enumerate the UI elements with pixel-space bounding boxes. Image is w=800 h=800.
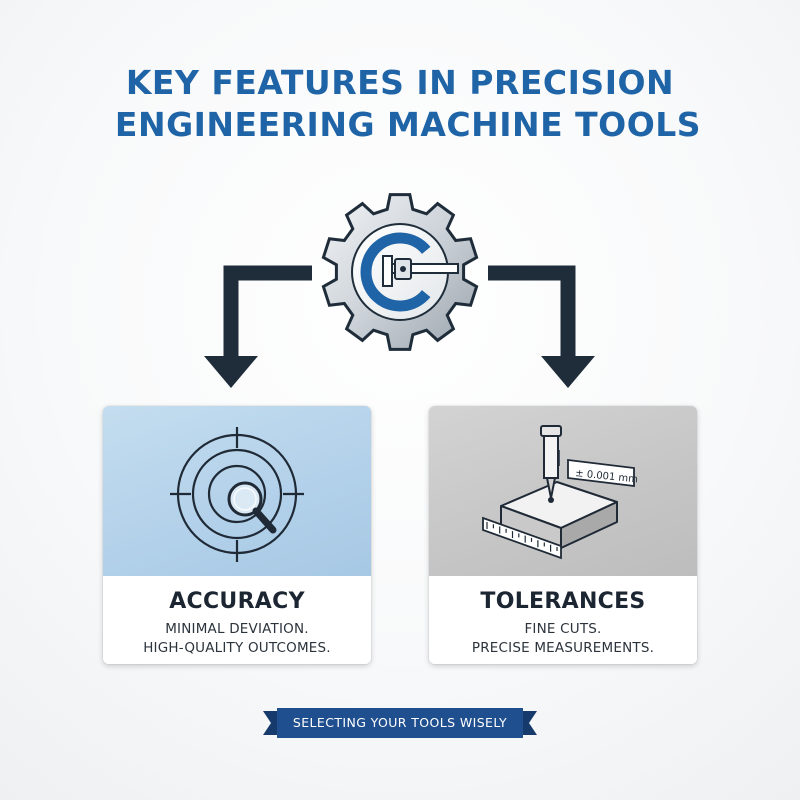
measurement-tag: ± 0.001 mm <box>558 450 638 488</box>
accuracy-body: ACCURACY MINIMAL DEVIATION. HIGH-QUALITY… <box>103 576 371 664</box>
accuracy-desc-line-1: MINIMAL DEVIATION. <box>165 621 309 637</box>
banner-label: SELECTING YOUR TOOLS WISELY <box>292 715 508 730</box>
caliper-icon <box>382 255 459 287</box>
tolerances-desc-line-1: FINE CUTS. <box>524 621 602 637</box>
accuracy-desc-line-2: HIGH-QUALITY OUTCOMES. <box>143 640 331 656</box>
left-arrow <box>204 265 312 388</box>
gear-ring <box>360 232 431 312</box>
tolerances-card: ± 0.001 mm TOLERANCES FINE CUTS. PRECISE… <box>429 406 697 664</box>
title-line-2: ENGINEERING MACHINE TOOLS <box>114 105 702 144</box>
accuracy-card: ACCURACY MINIMAL DEVIATION. HIGH-QUALITY… <box>103 406 371 664</box>
accuracy-title: ACCURACY <box>169 589 305 614</box>
ribbon-shape <box>263 708 537 738</box>
tolerances-title: TOLERANCES <box>480 589 646 614</box>
right-arrow <box>488 265 595 388</box>
accuracy-image <box>103 406 371 576</box>
page-title: KEY FEATURES IN PRECISION ENGINEERING MA… <box>0 62 800 146</box>
tolerances-body: TOLERANCES FINE CUTS. PRECISE MEASUREMEN… <box>429 576 697 664</box>
tolerances-image: ± 0.001 mm <box>429 406 697 576</box>
accuracy-description: MINIMAL DEVIATION. HIGH-QUALITY OUTCOMES… <box>103 620 371 658</box>
title-line-1: KEY FEATURES IN PRECISION <box>125 63 675 102</box>
tolerances-desc-line-2: PRECISE MEASUREMENTS. <box>471 640 655 656</box>
milling-spindle-icon: ± 0.001 mm <box>482 425 638 560</box>
tolerances-description: FINE CUTS. PRECISE MEASUREMENTS. <box>429 620 697 658</box>
footer-banner: SELECTING YOUR TOOLS WISELY <box>263 708 537 738</box>
gear-caliper-icon <box>321 193 479 351</box>
target-magnifier-icon <box>170 427 304 562</box>
